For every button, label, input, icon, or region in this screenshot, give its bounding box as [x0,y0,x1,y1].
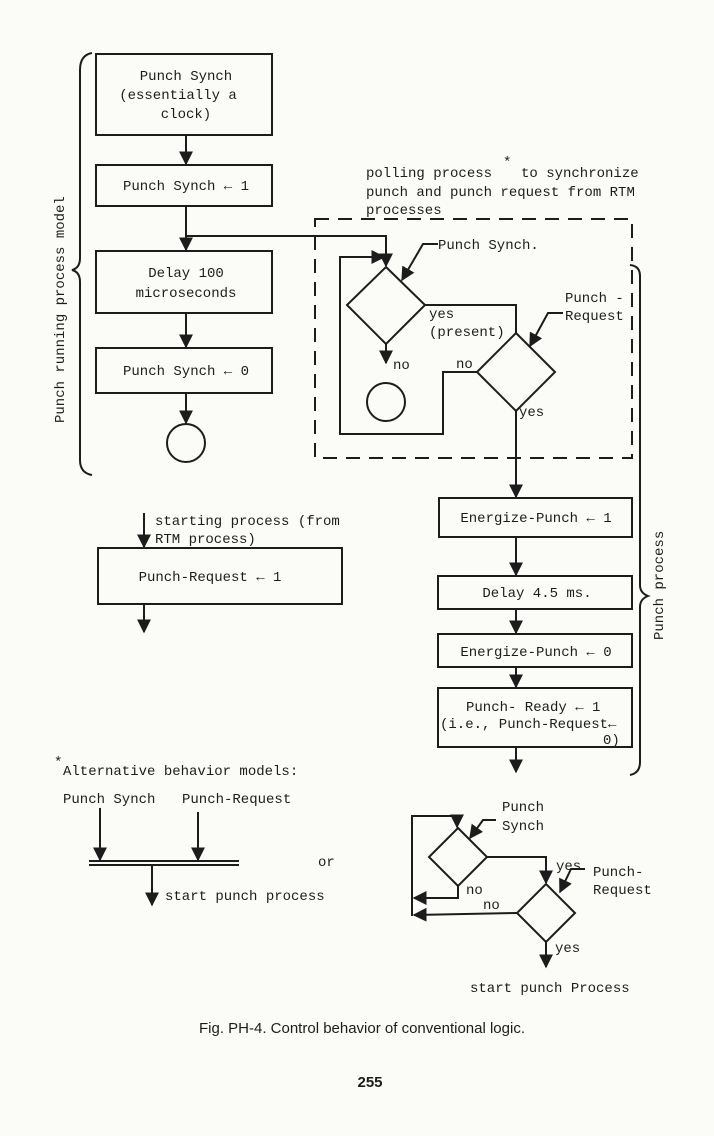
request-decision-label-1: Punch - [565,291,624,307]
punch-ready-line-1: Punch- Ready ← 1 [466,700,600,716]
delay-4-5-label: Delay 4.5 ms. [482,586,591,602]
alt-or-label: or [318,855,335,871]
alt-flow-synch-diamond [427,826,489,888]
alt-flow-synch-no-path [412,886,459,905]
set-synch-box-label: Punch Synch ← 1 [123,179,249,195]
polling-dashed-boundary [314,218,633,459]
punch-ready-line-2: (i.e., Punch-Request← [440,717,617,733]
request-no-label: no [456,357,473,373]
alt-flow-synch-no-label: no [466,883,483,899]
clock-box-line-2: (essentially a [119,88,237,104]
alt-flow-synch-pointer [469,819,496,840]
alt-flow-loop-top [411,814,464,916]
alt-flow-request-pointer [559,868,585,894]
punch-running-process-model: Punch running process model Punch Synch … [53,52,273,476]
synch-decision-diamond [345,265,427,346]
request-no-path [442,371,477,396]
delay-100-line-1: Delay 100 [148,266,224,282]
polling-caption-star: * [503,155,511,171]
synch-yes-path [425,304,517,333]
polling-caption-line-1b: to synchronize [521,166,639,182]
reset-synch-box-label: Punch Synch ← 0 [123,364,249,380]
alt-title: Alternative behavior models: [63,764,298,780]
clock-box-line-1: Punch Synch [140,69,232,85]
alt-flow-synch-yes-path [487,856,553,885]
reset-synch-box [95,347,273,394]
page-number: 255 [357,1074,382,1091]
alt-flow-request-no-path [412,907,518,922]
delay-4-5-box [437,575,633,610]
delay-100-line-2: microseconds [136,286,237,302]
alt-flow-request-label-2: Request [593,883,652,899]
branch-to-polling [186,235,393,268]
energize-off-box [437,633,633,668]
starting-caption-line-1: starting process (from [155,514,340,530]
punch-request-box [97,547,343,605]
left-brace-label: Punch running process model [53,196,69,423]
energize-on-box [438,497,633,538]
polling-caption-line-1a: polling process [366,166,492,182]
polling-process: polling process * to synchronize punch a… [186,155,639,459]
alt-input-synch: Punch Synch [63,792,155,808]
clock-box [95,53,273,136]
energize-on-label: Energize-Punch ← 1 [460,511,611,527]
alt-flow-request-diamond [515,882,577,944]
alt-flow-synch-label-1: Punch [502,800,544,816]
alt-flow-request-no-label: no [483,898,500,914]
delay-100-box [95,250,273,314]
request-yes-label: yes [519,405,544,421]
synch-decision-label: Punch Synch. [438,238,539,254]
right-brace-label: Punch process [652,531,668,640]
request-decision-label-2: Request [565,309,624,325]
alternative-models: * Alternative behavior models: Punch Syn… [54,755,652,997]
alt-flow-request-label-1: Punch- [593,865,643,881]
alt-flow-output-label: start punch Process [470,981,630,997]
figure-caption: Fig. PH-4. Control behavior of conventio… [199,1020,525,1037]
set-synch-box [95,164,273,207]
starting-process: starting process (from RTM process) Punc… [97,513,343,634]
polling-end-terminal [366,382,406,422]
alt-title-star: * [54,755,62,771]
alt-flow-request-yes-label: yes [555,941,580,957]
left-end-terminal [166,423,206,463]
starting-caption-line-2: RTM process) [155,532,256,548]
alt-flow-synch-yes-label: yes [556,859,581,875]
right-brace [629,264,651,776]
punch-ready-box [437,687,633,748]
synch-no-label: no [393,358,410,374]
polling-loop-back [339,250,444,435]
clock-box-line-3: clock) [161,107,211,123]
energize-off-label: Energize-Punch ← 0 [460,645,611,661]
left-brace [71,52,93,476]
alt-output-label: start punch process [165,889,325,905]
polling-caption-line-2: punch and punch request from RTM [366,185,635,201]
synch-label-pointer [401,243,438,282]
request-decision-diamond [475,331,557,413]
synch-yes-label: yes [429,307,454,323]
punch-process: Punch process Energize-Punch ← 1 Delay 4… [437,264,668,776]
punch-ready-line-3: 0) [603,733,620,749]
synch-yes-sub-label: (present) [429,325,505,341]
alt-flow-synch-label-2: Synch [502,819,544,835]
request-label-pointer [529,312,563,348]
punch-request-box-label: Punch-Request ← 1 [139,570,282,586]
polling-caption-line-3: processes [366,203,442,219]
alt-input-request: Punch-Request [182,792,291,808]
